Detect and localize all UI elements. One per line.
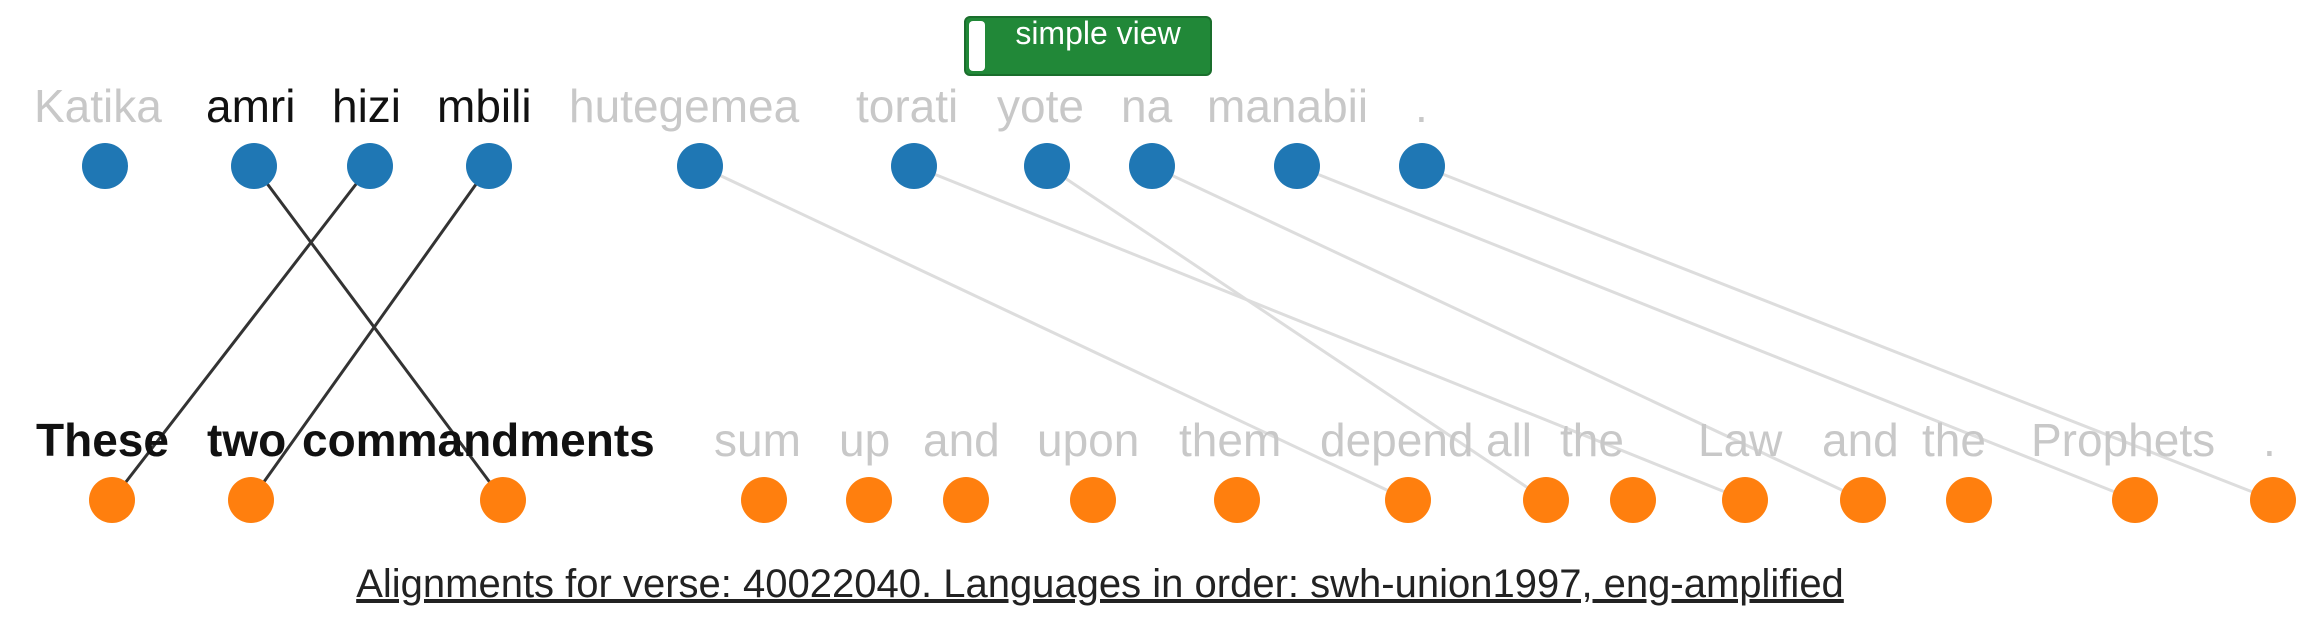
target-node[interactable] bbox=[741, 477, 787, 523]
alignment-link bbox=[1421, 164, 2274, 502]
target-node[interactable] bbox=[846, 477, 892, 523]
alignment-link bbox=[1296, 164, 2136, 502]
alignment-links bbox=[110, 164, 2274, 502]
source-node[interactable] bbox=[231, 143, 277, 189]
target-word[interactable]: These bbox=[36, 414, 169, 466]
target-word[interactable]: up bbox=[839, 414, 890, 466]
target-node[interactable] bbox=[1840, 477, 1886, 523]
source-nodes bbox=[82, 143, 1445, 189]
source-word[interactable]: na bbox=[1121, 80, 1173, 132]
target-word[interactable]: upon bbox=[1037, 414, 1139, 466]
source-node[interactable] bbox=[466, 143, 512, 189]
source-node[interactable] bbox=[1274, 143, 1320, 189]
target-node[interactable] bbox=[1523, 477, 1569, 523]
alignment-link bbox=[249, 165, 491, 501]
target-node[interactable] bbox=[1722, 477, 1768, 523]
source-word[interactable]: . bbox=[1415, 80, 1428, 132]
target-word[interactable]: Prophets bbox=[2031, 414, 2215, 466]
alignment-link bbox=[110, 165, 372, 501]
target-word[interactable]: and bbox=[923, 414, 1000, 466]
source-word[interactable]: hizi bbox=[332, 80, 401, 132]
source-word[interactable]: torati bbox=[856, 80, 958, 132]
target-node[interactable] bbox=[1214, 477, 1260, 523]
target-word[interactable]: the bbox=[1922, 414, 1986, 466]
target-node[interactable] bbox=[1070, 477, 1116, 523]
target-word[interactable]: and bbox=[1822, 414, 1899, 466]
target-node[interactable] bbox=[480, 477, 526, 523]
target-node[interactable] bbox=[1385, 477, 1431, 523]
toggle-knob[interactable] bbox=[969, 21, 985, 71]
source-word[interactable]: yote bbox=[997, 80, 1084, 132]
verse-caption[interactable]: Alignments for verse: 40022040. Language… bbox=[356, 562, 1844, 606]
source-node[interactable] bbox=[1129, 143, 1175, 189]
target-word[interactable]: sum bbox=[714, 414, 801, 466]
alignment-link bbox=[252, 165, 505, 501]
source-node[interactable] bbox=[1399, 143, 1445, 189]
source-node[interactable] bbox=[82, 143, 128, 189]
source-node[interactable] bbox=[347, 143, 393, 189]
source-node[interactable] bbox=[891, 143, 937, 189]
target-word[interactable]: the bbox=[1560, 414, 1624, 466]
target-word[interactable]: them bbox=[1179, 414, 1281, 466]
target-word[interactable]: all bbox=[1486, 414, 1532, 466]
source-word[interactable]: hutegemea bbox=[569, 80, 800, 132]
source-node[interactable] bbox=[677, 143, 723, 189]
target-nodes bbox=[89, 477, 2296, 523]
alignment-link bbox=[1151, 164, 1864, 502]
target-node[interactable] bbox=[2112, 477, 2158, 523]
target-word[interactable]: commandments bbox=[302, 414, 655, 466]
target-node[interactable] bbox=[2250, 477, 2296, 523]
target-word[interactable]: depend bbox=[1320, 414, 1474, 466]
target-word[interactable]: Law bbox=[1698, 414, 1783, 466]
source-word[interactable]: manabii bbox=[1207, 80, 1368, 132]
alignment-link bbox=[1046, 164, 1547, 502]
target-node[interactable] bbox=[89, 477, 135, 523]
source-word[interactable]: amri bbox=[206, 80, 295, 132]
alignment-link bbox=[699, 164, 1409, 502]
target-node[interactable] bbox=[1610, 477, 1656, 523]
source-word[interactable]: Katika bbox=[34, 80, 162, 132]
source-node[interactable] bbox=[1024, 143, 1070, 189]
target-word[interactable]: . bbox=[2263, 414, 2276, 466]
target-node[interactable] bbox=[1946, 477, 1992, 523]
simple-view-toggle[interactable]: simple view bbox=[964, 16, 1212, 76]
target-word[interactable]: two bbox=[207, 414, 286, 466]
target-node[interactable] bbox=[228, 477, 274, 523]
target-node[interactable] bbox=[943, 477, 989, 523]
alignment-link bbox=[913, 164, 1746, 502]
source-word[interactable]: mbili bbox=[437, 80, 532, 132]
